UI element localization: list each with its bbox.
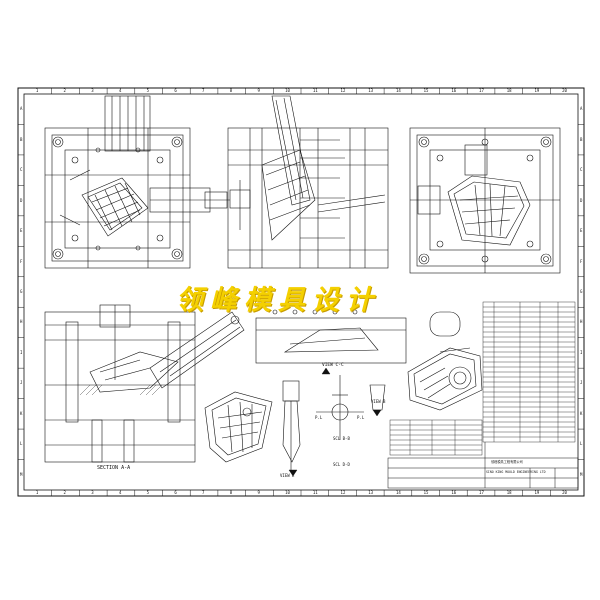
- row-label-D-right: D: [580, 197, 583, 203]
- section-b-label: SCL B-B: [333, 436, 350, 441]
- column-label-2-bottom: 2: [63, 490, 66, 495]
- view-markers: [288, 367, 382, 477]
- row-label-K-right: K: [580, 410, 583, 416]
- section-d-label: SCL D-D: [333, 462, 350, 467]
- column-label-13-bottom: 13: [368, 490, 374, 495]
- row-label-L-left: L: [20, 441, 23, 447]
- column-label-11-bottom: 11: [312, 490, 318, 495]
- column-label-3-top: 3: [91, 88, 94, 93]
- column-label-8-top: 8: [229, 88, 233, 93]
- column-label-3-bottom: 3: [91, 490, 94, 495]
- row-label-M-right: M: [580, 471, 583, 477]
- section-a-label: SECTION A-A: [97, 465, 131, 471]
- row-label-B-right: B: [580, 136, 583, 142]
- section-a-a-view: [44, 304, 245, 463]
- column-label-10-top: 10: [285, 88, 290, 93]
- column-label-6-top: 6: [174, 88, 177, 93]
- column-label-18-bottom: 18: [506, 490, 512, 495]
- row-label-J-right: J: [580, 380, 583, 386]
- row-label-A-left: A: [20, 106, 23, 112]
- column-label-20-top: 20: [562, 88, 567, 93]
- row-label-C-right: C: [580, 167, 583, 173]
- column-label-4-top: 4: [118, 88, 122, 93]
- column-label-17-top: 17: [479, 88, 484, 93]
- row-label-F-right: F: [580, 258, 583, 264]
- column-label-15-bottom: 15: [423, 490, 429, 495]
- designer-watermark: 领峰模具设计: [176, 285, 380, 316]
- column-label-19-bottom: 19: [534, 490, 540, 495]
- top-center-side-view: [227, 95, 389, 269]
- column-label-6-bottom: 6: [174, 490, 177, 495]
- column-label-15-top: 15: [423, 88, 429, 93]
- title-block: [387, 442, 579, 489]
- column-label-18-top: 18: [506, 88, 512, 93]
- column-label-9-bottom: 9: [257, 490, 260, 495]
- column-label-20-bottom: 20: [562, 490, 567, 495]
- column-label-17-bottom: 17: [479, 490, 484, 495]
- column-label-19-top: 19: [534, 88, 540, 93]
- company-name-en: SINO KING MOULD ENGINEERING LTD: [486, 470, 546, 474]
- pl-right-label: P.L: [357, 415, 365, 420]
- view-c-label: VIEW C-C: [322, 363, 344, 368]
- view-e-label: VIEW E: [280, 473, 295, 478]
- bill-of-materials-table: [482, 301, 576, 443]
- column-label-14-bottom: 14: [395, 490, 401, 495]
- row-label-E-left: E: [20, 228, 23, 234]
- column-label-7-top: 7: [202, 88, 205, 93]
- row-label-M-left: M: [20, 471, 23, 477]
- column-label-12-top: 12: [340, 88, 346, 93]
- row-label-I-left: I: [20, 349, 23, 355]
- column-label-11-top: 11: [312, 88, 318, 93]
- column-label-12-bottom: 12: [340, 490, 346, 495]
- row-label-F-left: F: [20, 258, 23, 264]
- row-label-D-left: D: [20, 197, 23, 203]
- column-label-14-top: 14: [395, 88, 401, 93]
- small-parts-table: [389, 419, 483, 456]
- row-label-H-right: H: [580, 319, 583, 325]
- row-label-I-right: I: [580, 349, 583, 355]
- column-label-4-bottom: 4: [118, 490, 122, 495]
- column-label-5-top: 5: [146, 88, 150, 93]
- section-a-a-hatch: [79, 384, 163, 396]
- row-label-E-right: E: [580, 228, 583, 234]
- column-label-7-bottom: 7: [202, 490, 205, 495]
- column-label-10-bottom: 10: [285, 490, 290, 495]
- row-label-C-left: C: [20, 167, 23, 173]
- view-c-c-detail: [255, 309, 461, 364]
- parting-line-sections: [282, 375, 386, 470]
- isometric-part-view: [204, 391, 273, 463]
- column-label-16-top: 16: [451, 88, 457, 93]
- column-label-13-top: 13: [368, 88, 374, 93]
- column-label-2-top: 2: [63, 88, 66, 93]
- row-label-G-right: G: [580, 289, 583, 294]
- top-right-plan-view: [409, 127, 561, 274]
- column-label-1-top: 1: [35, 88, 39, 93]
- pl-left-label: P.L: [315, 415, 323, 420]
- column-label-16-bottom: 16: [451, 490, 457, 495]
- row-label-J-left: J: [20, 380, 23, 386]
- row-label-L-right: L: [580, 441, 583, 447]
- border-tick-marks: [18, 88, 584, 496]
- row-label-G-left: G: [20, 289, 23, 294]
- column-label-8-bottom: 8: [229, 490, 233, 495]
- row-label-H-left: H: [20, 319, 23, 325]
- column-label-5-bottom: 5: [146, 490, 150, 495]
- row-label-B-left: B: [20, 136, 23, 142]
- row-label-K-left: K: [20, 410, 23, 416]
- row-label-A-right: A: [580, 106, 583, 112]
- company-name-cn: 领峰模具工程有限公司: [491, 460, 523, 464]
- isometric-mold-view: [407, 347, 483, 411]
- top-left-plan-view: [44, 95, 230, 269]
- view-b-label: VIEW B: [371, 399, 386, 404]
- column-label-9-top: 9: [257, 88, 260, 93]
- column-label-1-bottom: 1: [35, 490, 39, 495]
